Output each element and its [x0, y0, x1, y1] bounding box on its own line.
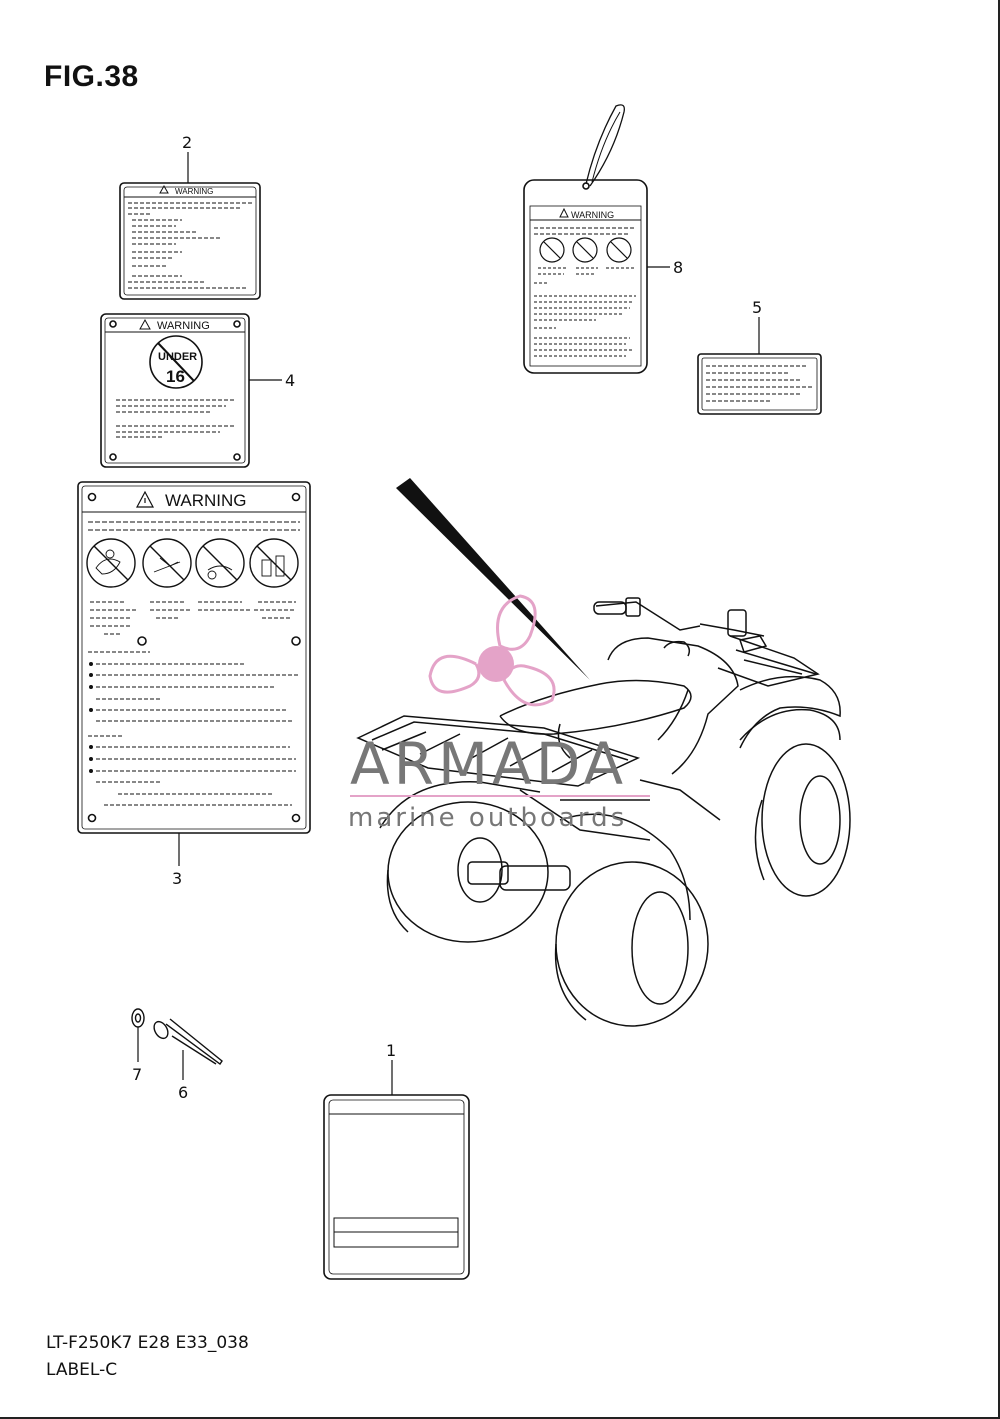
part-6-rivet[interactable]	[151, 1018, 223, 1066]
callout-4: 4	[285, 371, 295, 390]
footer-model-code: LT-F250K7 E28 E33_038	[46, 1333, 249, 1353]
label-4-age-warning-sticker[interactable]: WARNING UNDER 16	[100, 313, 250, 468]
callout-6: 6	[178, 1083, 188, 1102]
label-3-main-warning-sticker[interactable]: WARNING	[77, 481, 311, 834]
callout-3: 3	[172, 869, 182, 888]
callout-2: 2	[182, 133, 192, 152]
age-badge-number: 16	[166, 367, 185, 386]
watermark: ARMADA marine outboards	[348, 594, 650, 833]
label-2-warning-text: WARNING	[175, 187, 213, 196]
footer-group: LABEL-C	[46, 1360, 118, 1380]
label-1-info-plate[interactable]	[323, 1094, 470, 1280]
age-badge-text: UNDER	[158, 351, 197, 363]
part-7-washer[interactable]	[131, 1008, 145, 1028]
figure-title: FIG.38	[44, 60, 139, 93]
label-8-hang-tag[interactable]: WARNING	[523, 104, 648, 374]
callout-1: 1	[386, 1041, 396, 1060]
callout-5: 5	[752, 298, 762, 317]
label-5-small-sticker[interactable]	[697, 353, 822, 415]
label-4-warning-text: WARNING	[157, 320, 210, 332]
label-2-warning-sticker[interactable]: WARNING	[119, 182, 261, 300]
no-alcohol-drugs-icon	[249, 538, 299, 588]
watermark-brand: ARMADA	[350, 730, 627, 798]
label-3-warning-text: WARNING	[165, 491, 247, 510]
no-paved-road-icon	[142, 538, 192, 588]
callout-8: 8	[673, 258, 683, 277]
label-8-warning-text: WARNING	[571, 210, 614, 220]
watermark-tagline: marine outboards	[348, 803, 627, 833]
no-reckless-riding-icon	[195, 538, 245, 588]
location-pointer-arrow	[396, 478, 590, 680]
no-under-16-icon	[149, 335, 203, 389]
atv-outline	[356, 597, 851, 1027]
no-passenger-icon	[86, 538, 136, 588]
propeller-logo	[428, 594, 556, 707]
callout-7: 7	[132, 1065, 142, 1084]
